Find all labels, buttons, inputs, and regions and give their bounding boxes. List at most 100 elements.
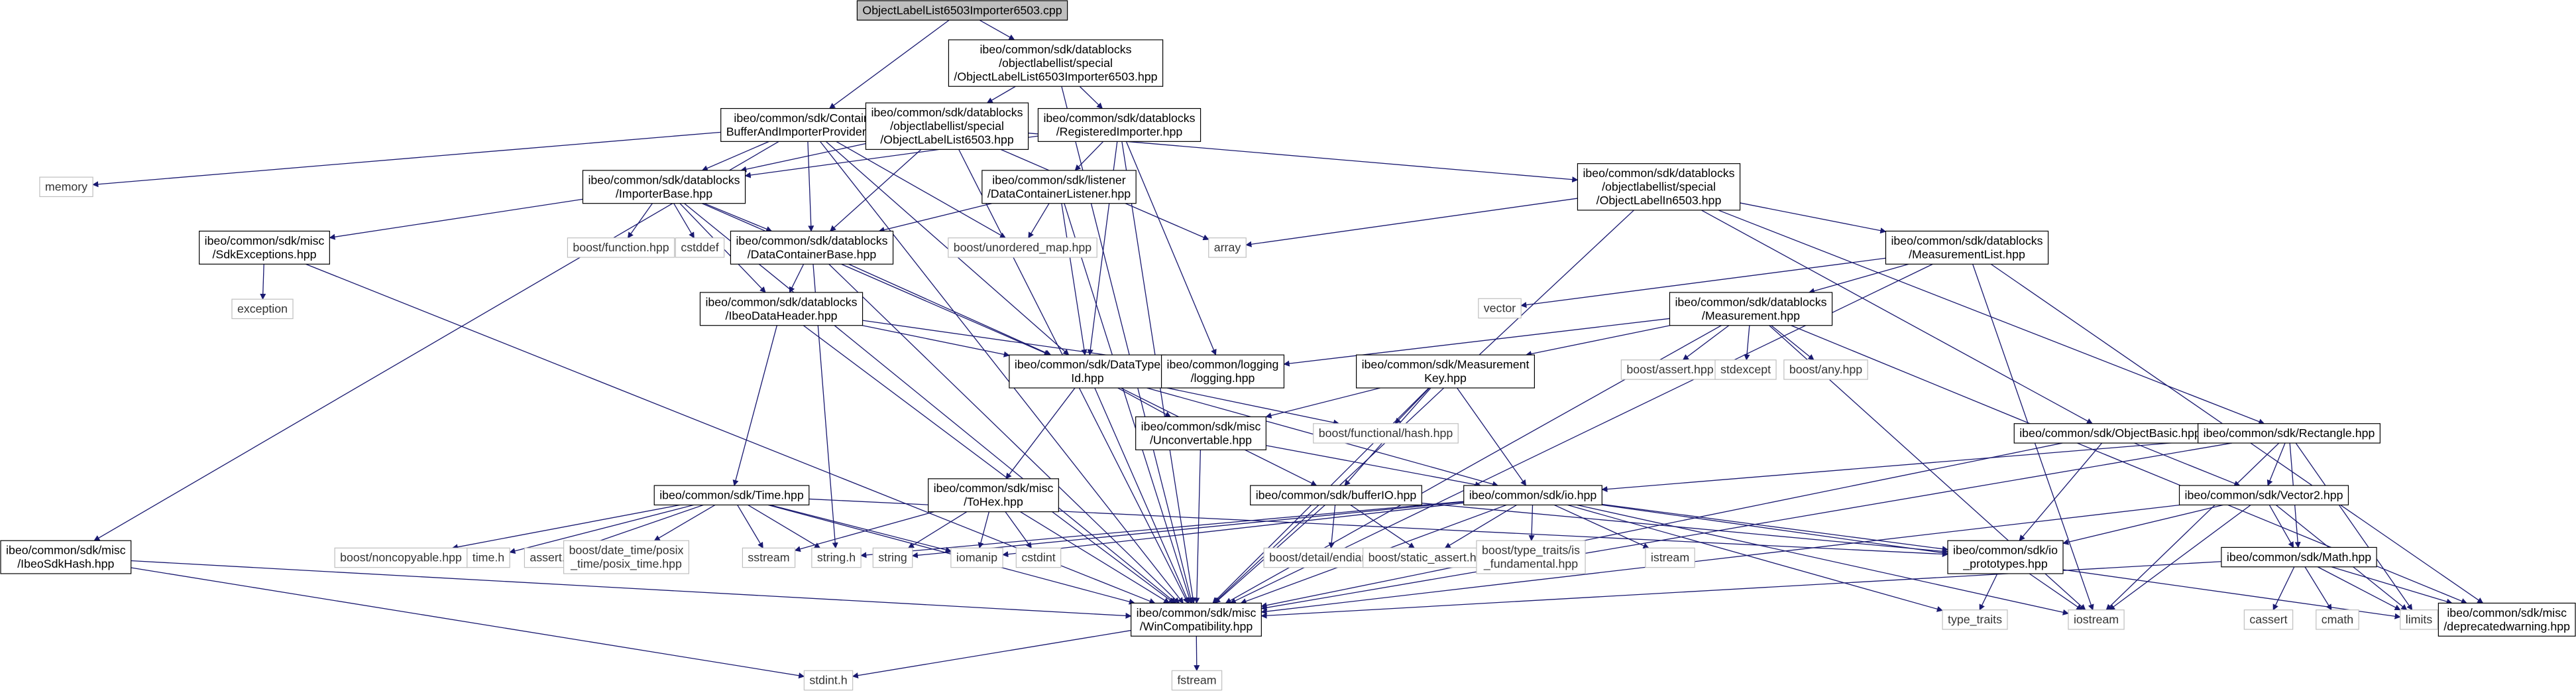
edge-tohex-to-sstream xyxy=(794,511,934,552)
graph-node-cstddef: cstddef xyxy=(675,237,725,258)
graph-node-label: /DataContainerListener.hpp xyxy=(987,187,1131,200)
graph-node-box xyxy=(981,170,1137,204)
graph-node-label: ObjectLabelList6503Importer6503.cpp xyxy=(862,3,1062,17)
graph-node-label: cstddef xyxy=(681,241,718,254)
edge-measurement-to-bany xyxy=(1771,325,1815,361)
graph-node-box xyxy=(1476,540,1586,574)
graph-node-sdkexc[interactable]: ibeo/common/sdk/misc/SdkExceptions.hpp xyxy=(199,230,330,265)
edge-time-to-iomanip xyxy=(769,504,952,553)
graph-node-label: stdint.h xyxy=(809,674,847,687)
edge-regimp-to-logging xyxy=(1125,141,1217,356)
graph-node-measurement[interactable]: ibeo/common/sdk/datablocks/Measurement.h… xyxy=(1669,292,1833,326)
edge-datatype-to-wincompat xyxy=(1094,387,1190,604)
graph-node-root[interactable]: ObjectLabelList6503Importer6503.cpp xyxy=(856,0,1068,21)
edge-cbip-to-dcbase xyxy=(807,141,814,232)
graph-node-exception: exception xyxy=(231,298,294,320)
graph-node-logging[interactable]: ibeo/common/logging/logging.hpp xyxy=(1160,354,1285,389)
graph-node-label: ibeo/common/sdk/misc xyxy=(6,544,126,557)
graph-node-box xyxy=(720,107,894,142)
edge-ioproto-to-ostream xyxy=(2029,573,2083,611)
edge-tohex-to-iomanip xyxy=(978,511,990,549)
graph-node-label: ibeo/common/sdk/datablocks xyxy=(736,234,887,247)
graph-node-box xyxy=(1208,237,1247,258)
edge-cbip-to-memory xyxy=(92,131,721,188)
graph-node-io[interactable]: ibeo/common/sdk/io.hpp xyxy=(1463,485,1602,506)
graph-node-label: ibeo/common/sdk/misc xyxy=(1137,606,1257,619)
graph-node-label: ibeo/common/sdk/Time.hpp xyxy=(659,488,804,501)
graph-node-box xyxy=(0,540,132,574)
graph-node-label: /WinCompatibility.hpp xyxy=(1140,619,1253,633)
graph-node-objbasic[interactable]: ibeo/common/sdk/ObjectBasic.hpp xyxy=(2013,423,2207,444)
graph-node-label: array xyxy=(1214,241,1241,254)
graph-node-label: iostream xyxy=(2074,613,2119,626)
edge-cbip-to-unordmap xyxy=(836,141,1007,239)
graph-node-box xyxy=(928,478,1059,513)
graph-node-mathh[interactable]: ibeo/common/sdk/Math.hpp xyxy=(2221,546,2377,568)
graph-node-sdkhash[interactable]: ibeo/common/sdk/misc/IbeoSdkHash.hpp xyxy=(0,540,132,574)
graph-node-label: ibeo/common/sdk/misc xyxy=(205,234,325,247)
graph-node-box xyxy=(199,230,330,265)
edge-objbasic-to-vec2 xyxy=(2134,442,2241,487)
graph-node-label: ibeo/common/sdk/datablocks xyxy=(871,106,1023,119)
graph-node-box xyxy=(948,237,1097,258)
graph-node-bufferio[interactable]: ibeo/common/sdk/bufferIO.hpp xyxy=(1250,485,1422,506)
graph-node-bany: boost/any.hpp xyxy=(1783,359,1868,380)
graph-node-label: ibeo/common/sdk/listener xyxy=(992,173,1126,186)
graph-node-dclistener[interactable]: ibeo/common/sdk/listener/DataContainerLi… xyxy=(981,170,1137,204)
graph-node-label: boost/date_time/posix xyxy=(569,544,684,558)
graph-node-imp6503[interactable]: ibeo/common/sdk/datablocks/objectlabelli… xyxy=(948,39,1164,87)
graph-node-label: ibeo/common/sdk/Vector2.hpp xyxy=(2185,488,2343,501)
edge-measlist-to-measurement xyxy=(1808,263,1909,294)
graph-node-box xyxy=(1160,354,1285,389)
graph-node-box xyxy=(811,547,862,568)
graph-node-time[interactable]: ibeo/common/sdk/Time.hpp xyxy=(653,485,810,506)
graph-node-label: vector xyxy=(1484,302,1516,315)
graph-node-ibeohdr[interactable]: ibeo/common/sdk/datablocks/IbeoDataHeade… xyxy=(699,292,864,326)
edge-io-to-ioproto xyxy=(1602,503,1948,552)
edge-unconv-to-io xyxy=(1266,445,1482,488)
graph-node-unconv[interactable]: ibeo/common/sdk/misc/Unconvertable.hpp xyxy=(1135,416,1266,450)
graph-node-label: ibeo/common/sdk/misc xyxy=(934,481,1054,495)
graph-node-box xyxy=(730,230,894,265)
graph-node-rect[interactable]: ibeo/common/sdk/Rectangle.hpp xyxy=(2198,423,2380,444)
graph-node-deprec[interactable]: ibeo/common/sdk/misc/deprecatedwarning.h… xyxy=(2437,602,2576,637)
graph-node-cbip[interactable]: ibeo/common/sdk/ContainerBufferAndImport… xyxy=(720,107,894,142)
edge-imp6503-to-regimp xyxy=(1079,86,1103,109)
graph-node-label: sstream xyxy=(748,551,789,564)
graph-node-objlabel[interactable]: ibeo/common/sdk/datablocks/objectlabelli… xyxy=(1577,163,1741,211)
graph-node-tohex[interactable]: ibeo/common/sdk/misc/ToHex.hpp xyxy=(928,478,1059,513)
graph-node-iomanip: iomanip xyxy=(950,547,1003,568)
graph-node-label: /IbeoDataHeader.hpp xyxy=(726,309,838,322)
graph-node-box xyxy=(699,292,864,326)
graph-node-bassert: boost/assert.hpp xyxy=(1620,359,1720,380)
graph-node-box xyxy=(856,0,1068,21)
edge-objbasic-to-ioproto xyxy=(2019,442,2103,541)
graph-node-unordmap: boost/unordered_map.hpp xyxy=(948,237,1097,258)
edge-impbase-to-wincompat xyxy=(684,203,1177,604)
graph-node-measlist[interactable]: ibeo/common/sdk/datablocks/MeasurementLi… xyxy=(1885,230,2049,265)
graph-node-label: ibeo/common/sdk/Rectangle.hpp xyxy=(2204,426,2375,440)
edge-time-to-sstream xyxy=(737,505,763,549)
graph-node-label: BufferAndImporterProvider.hpp xyxy=(726,125,889,138)
graph-node-regimp[interactable]: ibeo/common/sdk/datablocks/RegisteredImp… xyxy=(1037,107,1202,142)
graph-node-box xyxy=(39,176,93,198)
edge-io-to-sassert xyxy=(1444,504,1517,548)
graph-node-label: assert.h xyxy=(530,551,571,564)
graph-node-box xyxy=(1947,540,2064,574)
edge-dclistener-to-unordmap xyxy=(1028,203,1050,239)
graph-node-vec2[interactable]: ibeo/common/sdk/Vector2.hpp xyxy=(2178,485,2349,506)
graph-node-ioproto[interactable]: ibeo/common/sdk/io_prototypes.hpp xyxy=(1947,540,2064,574)
edge-tohex-to-cstdint xyxy=(1005,511,1032,549)
graph-node-label: /DataContainerBase.hpp xyxy=(748,247,877,261)
edge-io-to-istream xyxy=(1553,504,1650,549)
graph-node-label: ibeo/common/sdk/datablocks xyxy=(1583,166,1734,180)
edge-impbase-to-sdkexc xyxy=(329,198,583,240)
graph-node-wincompat[interactable]: ibeo/common/sdk/misc/WinCompatibility.hp… xyxy=(1131,602,1262,637)
graph-node-impbase[interactable]: ibeo/common/sdk/datablocks/ImporterBase.… xyxy=(582,170,746,204)
graph-node-dcbase[interactable]: ibeo/common/sdk/datablocks/DataContainer… xyxy=(730,230,894,265)
graph-node-oll6503[interactable]: ibeo/common/sdk/datablocks/objectlabelli… xyxy=(865,102,1029,150)
graph-node-box xyxy=(563,540,690,574)
graph-node-box xyxy=(2316,609,2359,630)
